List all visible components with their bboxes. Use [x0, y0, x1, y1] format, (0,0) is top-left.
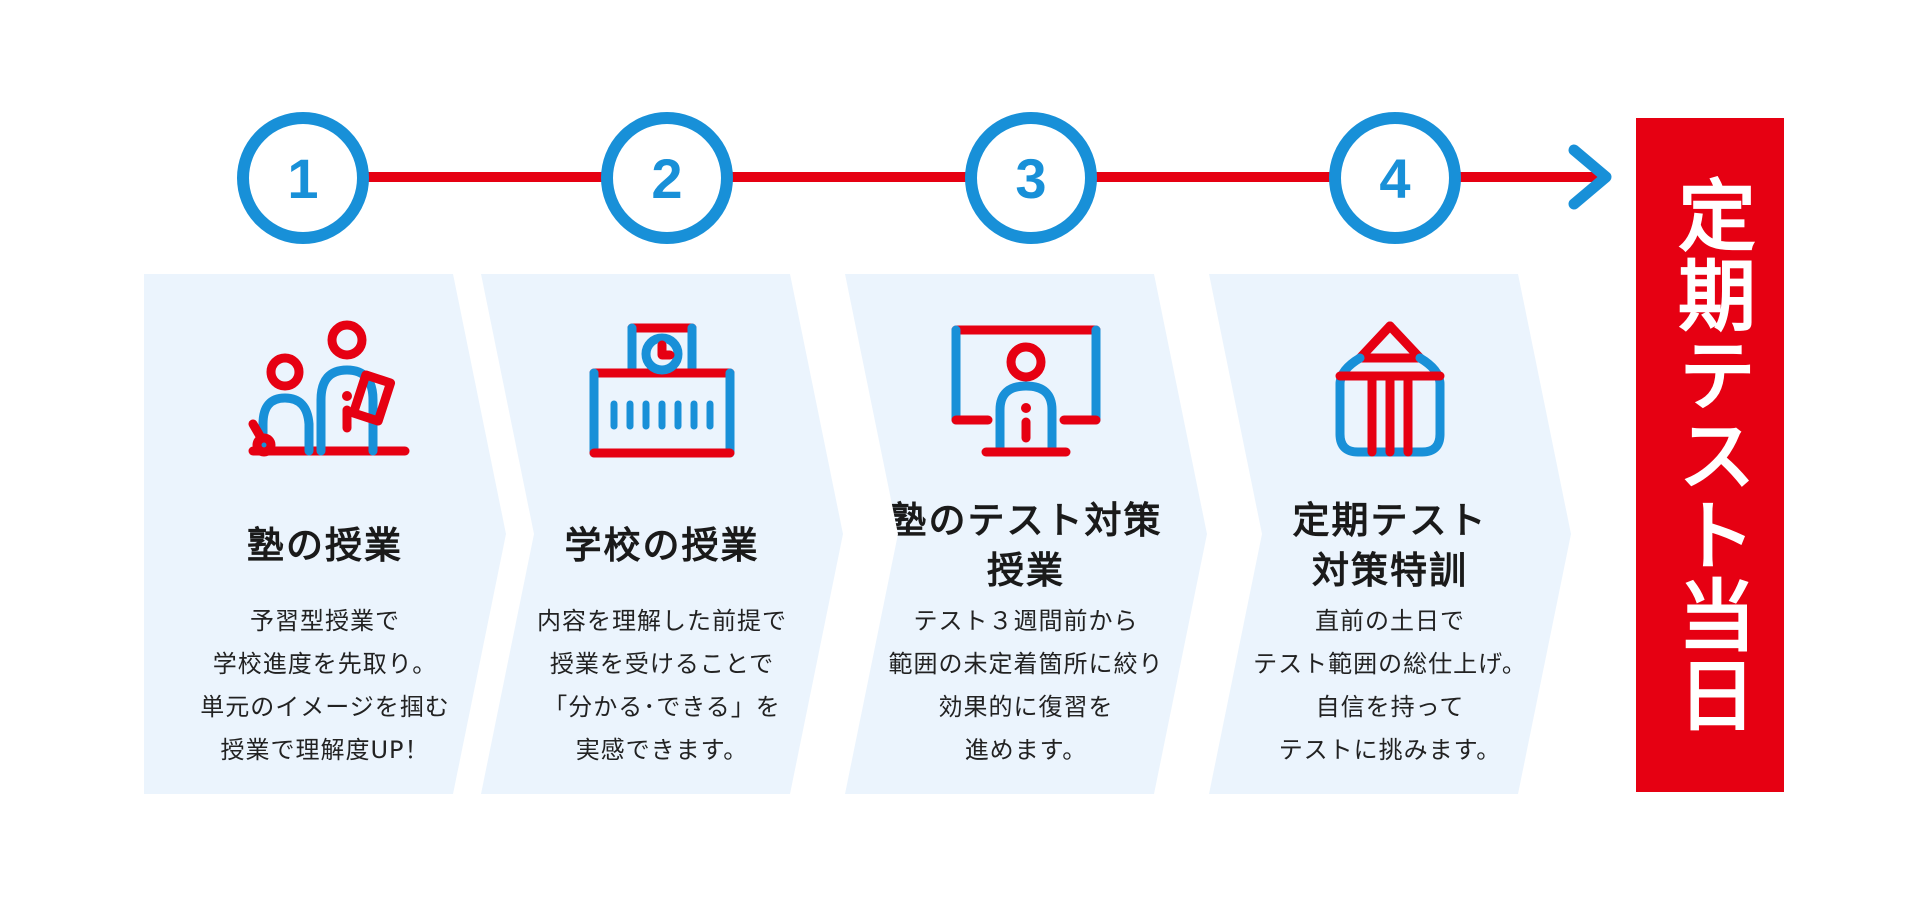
- step-description-line: 範囲の未定着箇所に絞り: [888, 650, 1164, 678]
- pencil-icon: [1335, 321, 1445, 457]
- step-panel-2: 学校の授業 内容を理解した前提で 授業を受けることで 「分かる･できる」を 実感…: [481, 274, 843, 794]
- step-description-line: 実感できます。: [575, 736, 749, 764]
- step-title: 塾のテスト対策: [889, 499, 1163, 542]
- timeline-line: [300, 172, 1598, 182]
- step-description-line: 学校進度を先取り。: [212, 650, 438, 678]
- step-description-line: 授業で理解度UP！: [220, 736, 430, 764]
- step-description-line: テストに挑みます。: [1278, 736, 1502, 764]
- step-description-line: 内容を理解した前提で: [537, 607, 787, 635]
- step-number-3: 3: [965, 112, 1097, 244]
- step-panel-3: 塾のテスト対策 授業 テスト３週間前から 範囲の未定着箇所に絞り 効果的に復習を…: [845, 274, 1207, 794]
- step-description-line: 進めます。: [964, 736, 1088, 764]
- step-description-line: テスト範囲の総仕上げ。: [1253, 650, 1527, 678]
- step-title: 学校の授業: [564, 524, 760, 567]
- step-title: 対策特訓: [1312, 549, 1468, 592]
- step-number-2: 2: [601, 112, 733, 244]
- school-building-icon: [589, 323, 735, 458]
- students-teacher-icon: [248, 320, 410, 457]
- step-description-line: 効果的に復習を: [938, 693, 1114, 721]
- step-number-4: 4: [1329, 112, 1461, 244]
- step-description-line: 直前の土日で: [1315, 607, 1465, 635]
- step-panel-4: 定期テスト 対策特訓 直前の土日で テスト範囲の総仕上げ。 自信を持って テスト…: [1209, 274, 1571, 794]
- step-description-line: テスト３週間前から: [913, 607, 1139, 635]
- step-description-line: 授業を受けることで: [549, 650, 775, 678]
- step-title: 塾の授業: [247, 524, 403, 567]
- arrow-right-icon: [1568, 144, 1612, 210]
- step-panel-1: 塾の授業 予習型授業で 学校進度を先取り。 単元のイメージを掴む 授業で理解度U…: [144, 274, 506, 794]
- test-day-box: 定期テスト当日: [1636, 118, 1784, 792]
- step-description-line: 「分かる･できる」を: [543, 693, 781, 721]
- step-description-line: 自信を持って: [1315, 693, 1465, 721]
- step-number-1: 1: [237, 112, 369, 244]
- teacher-whiteboard-icon: [951, 325, 1101, 457]
- step-title: 定期テスト: [1292, 499, 1488, 542]
- step-description-line: 予習型授業で: [250, 607, 400, 635]
- step-title: 授業: [987, 549, 1065, 592]
- step-description-line: 単元のイメージを掴む: [200, 693, 450, 721]
- test-day-label: 定期テスト当日: [1665, 175, 1755, 735]
